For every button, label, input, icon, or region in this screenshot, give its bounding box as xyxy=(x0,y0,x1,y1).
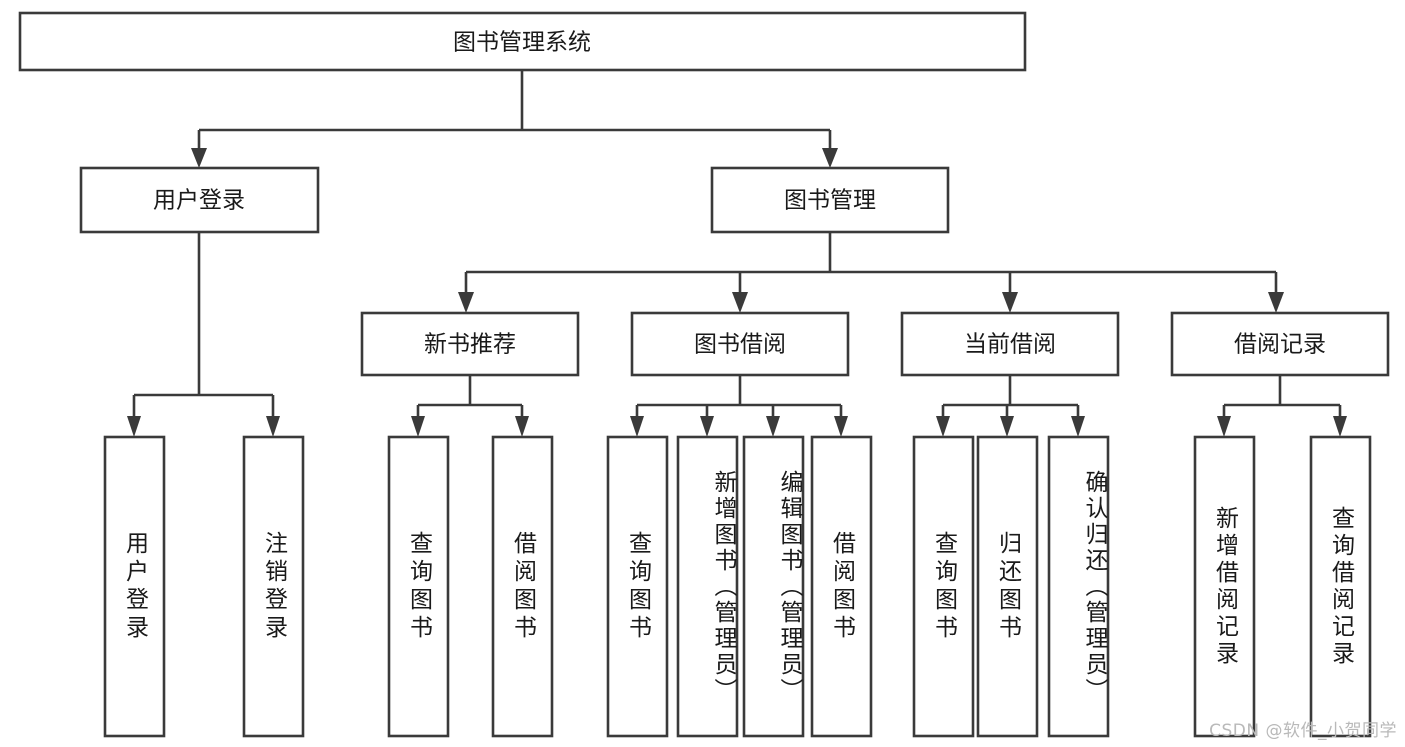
arrow-icon-leaf-borrow-book-2 xyxy=(834,416,848,437)
leaf-box-layer xyxy=(103,435,1372,738)
node-new-book-recommend-label: 新书推荐 xyxy=(424,332,516,358)
arrow-icon-leaf-return-book xyxy=(1000,416,1014,437)
node-book-management-box[interactable] xyxy=(710,166,950,234)
arrow-icon-book-borrow xyxy=(732,292,748,313)
arrow-icon-leaf-user-login xyxy=(127,416,141,437)
arrow-icon-new-book-recommend xyxy=(458,292,474,313)
leaf-box-edit-book[interactable] xyxy=(742,435,805,738)
leaf-box-borrow-book-1[interactable] xyxy=(491,435,554,738)
leaf-box-add-book[interactable] xyxy=(676,435,739,738)
node-root-box[interactable] xyxy=(18,11,1027,72)
arrow-icon-leaf-query-book-3 xyxy=(936,416,950,437)
leaf-box-borrow-book-2[interactable] xyxy=(810,435,873,738)
node-user-login-label: 用户登录 xyxy=(153,188,245,214)
arrow-icon-leaf-confirm-return xyxy=(1071,416,1085,437)
arrow-icon-leaf-logout-login xyxy=(266,416,280,437)
arrow-icon-leaf-add-book xyxy=(700,416,714,437)
leaf-box-return-book[interactable] xyxy=(976,435,1039,738)
leaf-box-add-record[interactable] xyxy=(1193,435,1256,738)
arrow-icon-leaf-query-record xyxy=(1333,416,1347,437)
node-book-borrow[interactable]: 图书借阅 xyxy=(630,311,850,377)
node-current-borrow-label: 当前借阅 xyxy=(964,332,1056,358)
node-current-borrow-box[interactable] xyxy=(900,311,1120,377)
arrow-icon-book-mgmt xyxy=(822,148,838,168)
arrow-icon-user-login xyxy=(191,148,207,168)
node-current-borrow[interactable]: 当前借阅 xyxy=(900,311,1120,377)
node-user-login-box[interactable] xyxy=(79,166,320,234)
node-new-book-recommend[interactable]: 新书推荐 xyxy=(360,311,580,377)
arrow-icon-current-borrow xyxy=(1002,292,1018,313)
node-root[interactable]: 图书管理系统 xyxy=(18,11,1027,72)
arrow-icon-leaf-query-book-2 xyxy=(630,416,644,437)
leaf-box-confirm-return[interactable] xyxy=(1047,435,1110,738)
node-book-management[interactable]: 图书管理 xyxy=(710,166,950,234)
connector-layer xyxy=(127,70,1347,437)
node-root-label: 图书管理系统 xyxy=(453,30,591,56)
node-book-borrow-box[interactable] xyxy=(630,311,850,377)
leaf-box-query-book-1[interactable] xyxy=(387,435,450,738)
node-book-borrow-label: 图书借阅 xyxy=(694,332,786,358)
arrow-icon-leaf-query-book-1 xyxy=(411,416,425,437)
node-borrow-record-box[interactable] xyxy=(1170,311,1390,377)
leaf-box-query-book-3[interactable] xyxy=(912,435,975,738)
node-user-login[interactable]: 用户登录 xyxy=(79,166,320,234)
arrow-icon-leaf-edit-book xyxy=(766,416,780,437)
node-borrow-record-label: 借阅记录 xyxy=(1234,332,1326,358)
arrow-icon-leaf-borrow-book-1 xyxy=(515,416,529,437)
leaf-box-user-login[interactable] xyxy=(103,435,166,738)
node-new-book-recommend-box[interactable] xyxy=(360,311,580,377)
node-borrow-record[interactable]: 借阅记录 xyxy=(1170,311,1390,377)
arrow-icon-leaf-add-record xyxy=(1217,416,1231,437)
node-book-management-label: 图书管理 xyxy=(784,188,876,214)
leaf-box-query-book-2[interactable] xyxy=(606,435,669,738)
leaf-box-query-record[interactable] xyxy=(1309,435,1372,738)
arrow-icon-borrow-record xyxy=(1268,292,1284,313)
csdn-watermark: CSDN @软件_小贺同学 xyxy=(1209,721,1397,741)
leaf-box-logout-login[interactable] xyxy=(242,435,305,738)
